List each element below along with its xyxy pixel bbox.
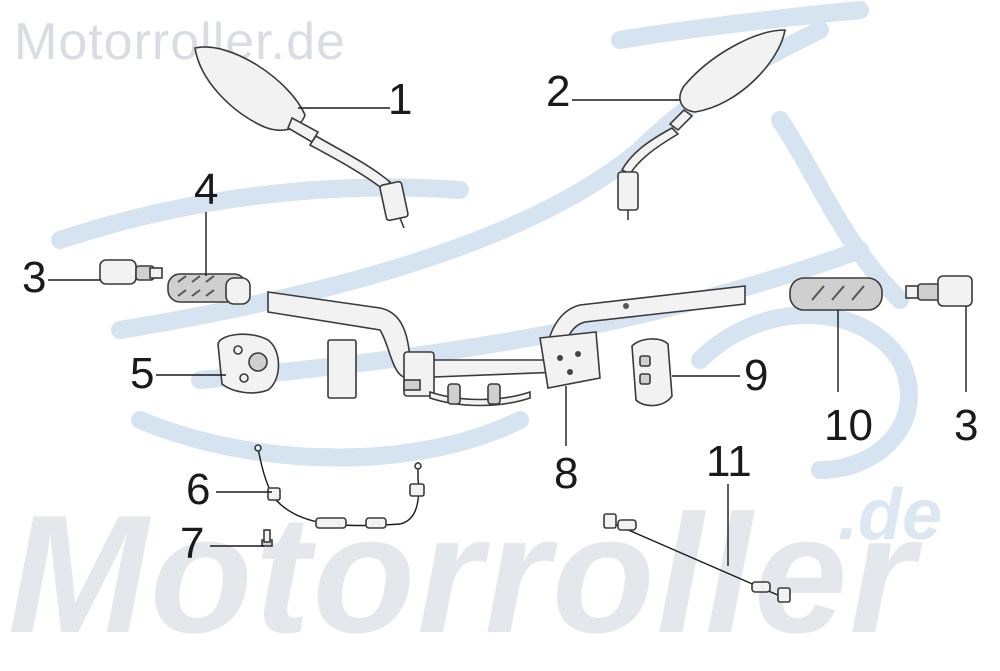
left-grip [167,273,251,305]
watermark-domain-suffix: .de [838,475,943,555]
callout-3-right: 3 [954,401,979,450]
right-mirror [617,29,786,220]
site-watermark-title: Motorroller.de [14,13,346,71]
callout-11: 11 [706,437,752,486]
callout-1: 1 [388,75,413,124]
parts-diagram: Motorroller.de Motorroller .de [8,1,979,668]
callout-5: 5 [130,349,155,398]
right-throttle-grip [789,277,883,311]
handlebar [267,285,746,407]
right-bar-end [905,275,973,307]
left-bar-end [99,259,163,285]
callout-10: 10 [824,401,873,450]
parts-drawing [48,29,973,603]
callout-7: 7 [180,519,205,568]
callout-8: 8 [554,449,579,498]
screw [261,529,273,547]
callout-9: 9 [744,351,769,400]
throttle-cable [254,444,425,529]
callout-3-left: 3 [22,253,47,302]
left-switch-housing [217,333,280,394]
brake-cable [603,513,791,603]
callout-6: 6 [186,465,211,514]
right-switch-housing [631,338,673,407]
callout-2: 2 [546,67,571,116]
leader-lines [48,99,967,566]
callout-4: 4 [194,165,219,214]
left-mirror [194,46,409,229]
